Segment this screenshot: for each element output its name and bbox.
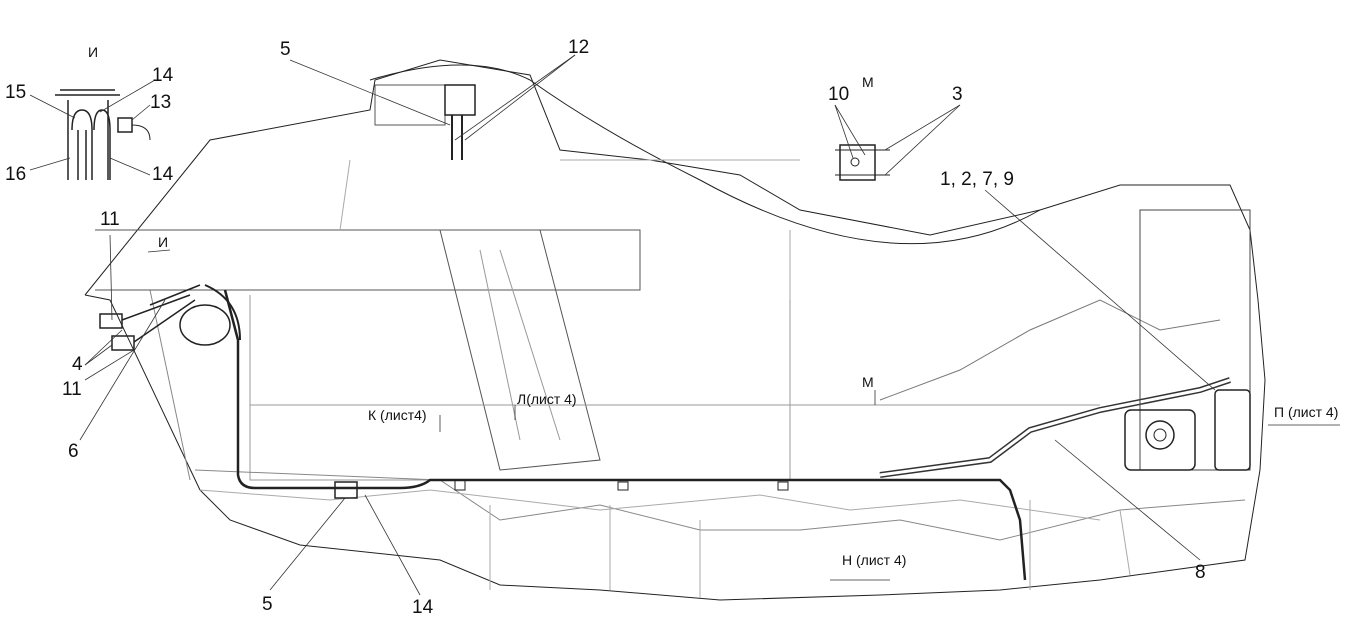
detail-i-title: И (88, 44, 99, 60)
view-arrow-l: Л(лист 4) (517, 391, 577, 407)
callout-3: 3 (952, 84, 963, 105)
callout-13: 13 (150, 92, 172, 113)
callout-11: 11 (100, 209, 120, 230)
callout-5: 5 (280, 39, 291, 60)
callout-14: 14 (152, 65, 174, 86)
callout-14: 14 (412, 597, 434, 618)
cabin-outline (84, 59, 1266, 601)
view-arrow-p: П (лист 4) (1274, 404, 1339, 420)
callout-11: 11 (62, 379, 82, 400)
view-arrow-i: И (158, 234, 169, 250)
callout-8: 8 (1195, 562, 1206, 583)
view-arrow-k: К (лист4) (368, 407, 427, 423)
callout-12: 12 (568, 37, 590, 58)
callout-10: 10 (828, 84, 850, 105)
pipe-line (223, 289, 1027, 581)
callout-5: 5 (262, 594, 273, 615)
detail-i-drawing (55, 89, 120, 180)
callout-4: 4 (72, 354, 83, 375)
detail-m-title: М (862, 74, 874, 90)
view-arrow-n: Н (лист 4) (842, 552, 907, 568)
callout-6: 6 (68, 441, 79, 462)
callout-1-2-7-9: 1, 2, 7, 9 (940, 169, 1014, 190)
callout-15: 15 (5, 82, 27, 103)
callout-16: 16 (5, 164, 27, 185)
callout-14: 14 (152, 164, 174, 185)
view-arrow-m: М (862, 374, 874, 390)
